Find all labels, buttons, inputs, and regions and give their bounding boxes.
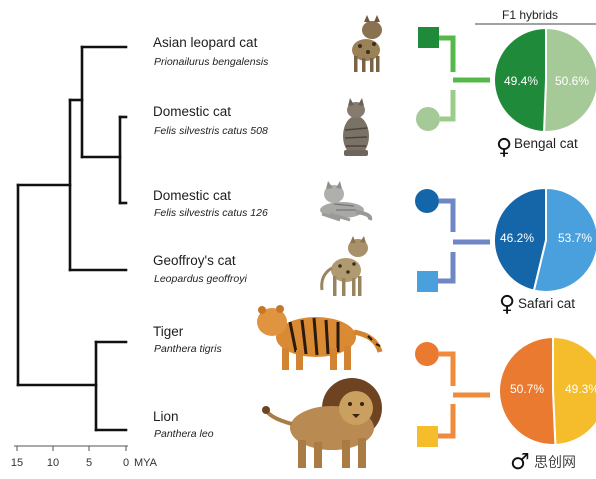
species-name-domestic-cat-508: Domestic cat [153, 104, 231, 119]
axis-tick-15: 15 [11, 457, 23, 469]
pie-safari-left-pct: 46.2% [500, 231, 534, 245]
axis-tick-5: 5 [86, 457, 92, 469]
hybrid-label-safari: Safari cat [518, 296, 575, 311]
male-parent-square-icon [417, 426, 438, 447]
female-symbol-icon: ♀ [499, 292, 515, 317]
female-parent-circle-icon [415, 189, 439, 213]
species-name-asian-leopard-cat: Asian leopard cat [153, 35, 257, 50]
domestic-cat-grey-illustration [320, 181, 370, 220]
hybrid-label-bengal: Bengal cat [514, 136, 578, 151]
male-parent-square-icon [418, 27, 439, 48]
pie-liger-right-pct: 49.3% [565, 382, 596, 396]
time-axis [14, 446, 128, 451]
pie-safari-right-pct: 53.7% [558, 231, 592, 245]
species-name-domestic-cat-126: Domestic cat [153, 188, 231, 203]
species-name-lion: Lion [153, 409, 179, 424]
pie-bengal-right-pct: 50.6% [555, 74, 589, 88]
species-latin-asian-leopard-cat: Prionailurus bengalensis [154, 56, 268, 68]
male-parent-square-icon [417, 271, 438, 292]
species-latin-geoffroys-cat: Leopardus geoffroyi [154, 273, 247, 285]
male-symbol-icon: ♂ [510, 450, 530, 475]
f1-hybrids-header: F1 hybrids [502, 8, 558, 22]
pedigree-safari [415, 189, 490, 292]
female-symbol-icon: ♀ [496, 135, 512, 160]
watermark-logo: 思创网 [534, 455, 576, 471]
lion-illustration [262, 378, 382, 468]
pie-bengal-left-pct: 49.4% [504, 74, 538, 88]
female-parent-circle-icon [416, 107, 440, 131]
axis-tick-10: 10 [47, 457, 59, 469]
species-name-tiger: Tiger [153, 324, 183, 339]
species-latin-domestic-cat-126: Felis silvestris catus 126 [154, 207, 268, 219]
pie-liger-left-pct: 50.7% [510, 382, 544, 396]
axis-tick-0: 0 [123, 457, 129, 469]
tiger-illustration [257, 305, 380, 370]
axis-unit: MYA [134, 457, 157, 469]
species-latin-tiger: Panthera tigris [154, 343, 222, 355]
asian-leopard-cat-illustration [352, 15, 382, 72]
species-latin-domestic-cat-508: Felis silvestris catus 508 [154, 125, 268, 137]
female-parent-circle-icon [415, 342, 439, 366]
species-latin-lion: Panthera leo [154, 428, 214, 440]
pedigree-bengal [416, 27, 490, 131]
pedigree-liger [415, 342, 490, 447]
phylogenetic-tree [18, 47, 126, 430]
domestic-cat-tabby-illustration [343, 98, 369, 156]
geoffroys-cat-illustration [322, 236, 368, 296]
species-name-geoffroys-cat: Geoffroy's cat [153, 253, 236, 268]
